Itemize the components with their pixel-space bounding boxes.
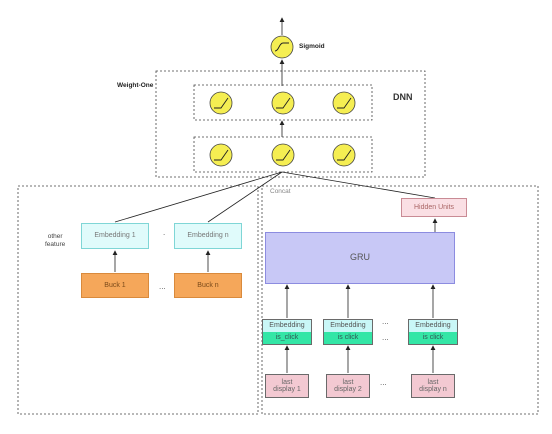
embedding-1: Embedding 1 — [81, 223, 149, 249]
rnn-feature-region — [261, 185, 539, 415]
last-display-1: last display 1 — [265, 374, 309, 398]
embedding-click-2: Embedding is click — [323, 319, 373, 345]
neuron — [271, 91, 295, 115]
embedding-label: Embedding — [409, 320, 457, 332]
sigmoid-label: Sigmoid — [299, 43, 325, 50]
embedding-label: Embedding — [324, 320, 372, 332]
embedding-n: Embedding n — [174, 223, 242, 249]
dnn-region — [155, 70, 426, 178]
dnn-layer-2 — [193, 84, 373, 121]
neuron — [332, 143, 356, 167]
sigmoid-neuron — [270, 35, 294, 59]
other-feature-label: other feature — [45, 233, 66, 249]
is-click-label: is click — [324, 332, 372, 344]
dnn-neurons — [209, 91, 356, 167]
weight-one-label: Weight-One — [117, 82, 154, 89]
neuron — [209, 143, 233, 167]
left-feature-region — [17, 185, 259, 415]
is-click-label: is click — [409, 332, 457, 344]
embedding-label: Embedding — [263, 320, 311, 332]
ellipsis-dot: . — [163, 228, 166, 237]
last-display-n: last display n — [411, 374, 455, 398]
dnn-label: DNN — [393, 92, 413, 102]
last-display-2: last display 2 — [326, 374, 370, 398]
bucket-n: Buck n — [174, 273, 242, 298]
arrows — [112, 17, 438, 373]
ellipsis: ... — [380, 378, 387, 387]
embedding-click-n: Embedding is click — [408, 319, 458, 345]
ellipsis: ... — [159, 282, 166, 291]
neuron — [271, 143, 295, 167]
neuron — [209, 91, 233, 115]
bucket-1: Buck 1 — [81, 273, 149, 298]
ellipsis: ... — [382, 333, 389, 342]
is-click-label: is_click — [263, 332, 311, 344]
hidden-units: Hidden Units — [401, 198, 467, 217]
relu-glyphs — [214, 97, 352, 161]
concat-lines — [114, 171, 436, 223]
neuron — [332, 91, 356, 115]
concat-label: Concat — [270, 188, 291, 195]
embedding-click-1: Embedding is_click — [262, 319, 312, 345]
gru-block: GRU — [265, 232, 455, 284]
ellipsis: ... — [382, 317, 389, 326]
